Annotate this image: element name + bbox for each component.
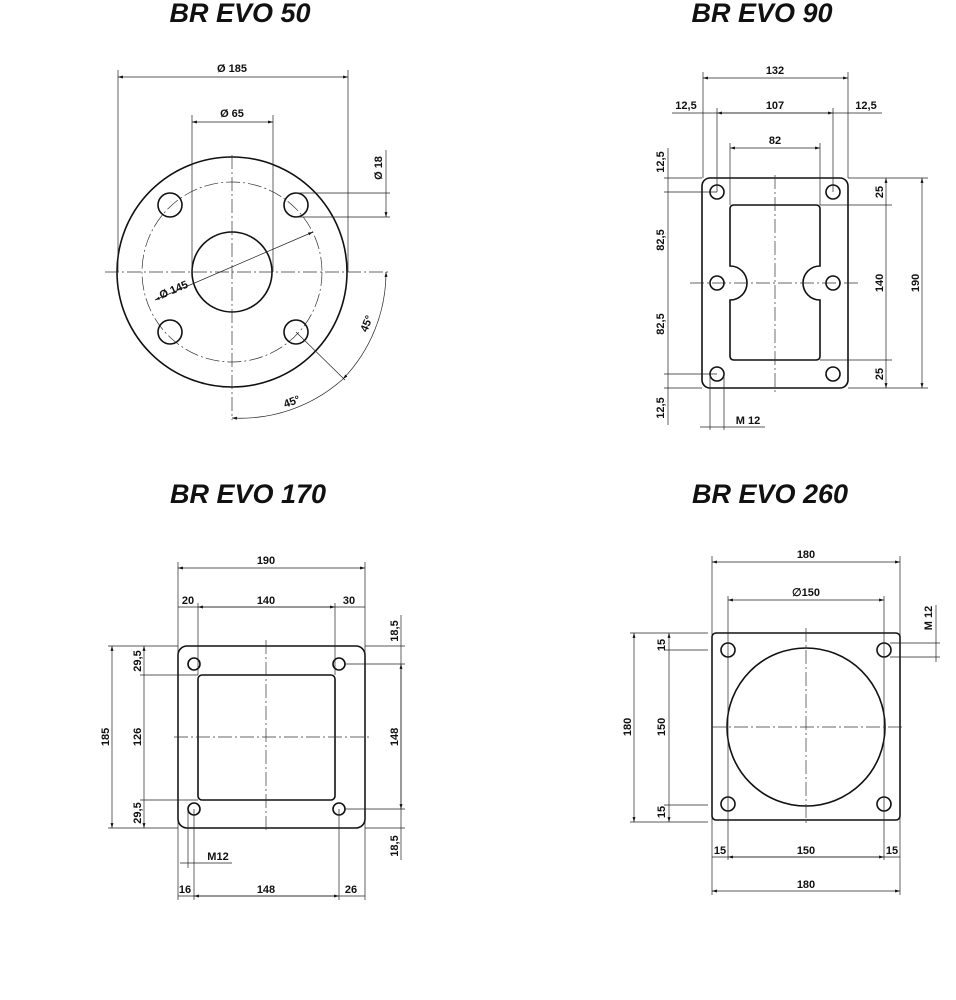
dim-height: 180 [622,718,634,736]
dim-right: 30 [343,595,355,607]
dim-outer-diameter: Ø 185 [217,63,247,75]
dim-hole-diameter: Ø 18 [373,156,385,180]
dim-circle-diameter: ∅150 [792,587,820,599]
dim-bottom: 29,5 [132,802,144,823]
dim-width-bottom: 180 [797,879,815,891]
dim-bottom-mid: 150 [797,845,815,857]
dim-top: 29,5 [132,650,144,671]
dim-bottom-mid: 148 [257,884,275,896]
dim-right-top: 18,5 [389,620,401,641]
dim-window: 82 [769,135,781,147]
dim-width: 132 [766,65,784,77]
dim-right-bottom: 18,5 [389,835,401,856]
dim-bottom-left: 15 [714,845,726,857]
window-opening [729,204,821,361]
dim-thread: M12 [207,851,228,863]
window-opening [197,674,336,801]
dim-bottom-edge: 12,5 [655,397,667,418]
dim-width-top: 180 [797,549,815,561]
dim-left-mid: 150 [656,718,668,736]
dim-hole-span: 107 [766,100,784,112]
drawing-title: BR EVO 50 [169,0,310,28]
dim-right-top: 25 [874,186,886,198]
dim-bottom-right: 26 [345,884,357,896]
dim-edge-left: 12,5 [675,100,696,112]
dim-lower: 82,5 [655,313,667,334]
dim-window: 140 [257,595,275,607]
dim-right-mid: 140 [874,274,886,292]
bolt-holes [187,657,346,816]
dim-edge-right: 12,5 [855,100,876,112]
bolt-holes [157,192,309,345]
drawing-title: BR EVO 90 [691,0,832,28]
dim-bottom-left: 16 [179,884,191,896]
dim-height: 185 [100,728,112,746]
dim-top-edge: 12,5 [655,151,667,172]
dim-thread: M 12 [923,606,935,630]
dim-bolt-circle: Ø 145 [158,279,190,302]
dim-window-height: 126 [132,728,144,746]
dim-right-mid: 148 [389,728,401,746]
drawing-br-evo-260: BR EVO 260 180 ∅150 M 12 180 15 150 15 1… [622,479,940,895]
dim-bore-diameter: Ø 65 [220,108,244,120]
drawing-br-evo-90: BR EVO 90 132 107 12,5 12,5 82 12,5 82,5… [655,0,928,430]
dim-thread: M 12 [736,415,760,427]
drawing-br-evo-170: BR EVO 170 190 20 140 30 185 29,5 126 29… [100,479,405,900]
dim-width: 190 [257,555,275,567]
dim-angle-a: 45° [359,314,376,334]
dim-left-top: 15 [656,639,668,651]
dim-height: 190 [910,274,922,292]
drawing-title: BR EVO 260 [692,479,848,509]
dim-upper: 82,5 [655,229,667,250]
drawing-br-evo-50: BR EVO 50 Ø 185 Ø 65 Ø 18 Ø 145 45° 45° [105,0,390,420]
dim-left-bottom: 15 [656,806,668,818]
drawing-title: BR EVO 170 [170,479,326,509]
dim-bottom-right: 15 [886,845,898,857]
dim-left: 20 [182,595,194,607]
dim-angle-b: 45° [282,394,302,411]
dim-right-bottom: 25 [874,368,886,380]
